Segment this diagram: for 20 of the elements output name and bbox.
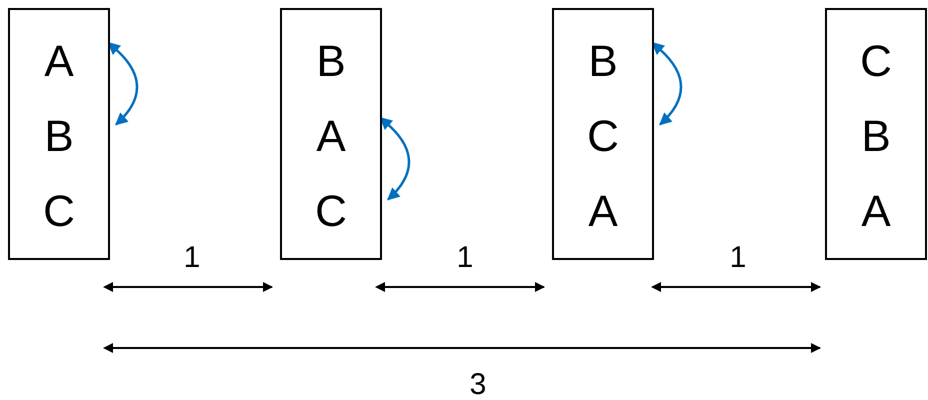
distance-label: 3 [470, 370, 486, 400]
letter: C [827, 24, 925, 99]
letter: C [282, 174, 380, 249]
letter: C [554, 99, 652, 174]
distance-label: 1 [456, 243, 474, 273]
letter: A [10, 24, 108, 99]
rectangle-box [280, 8, 382, 260]
rectangle-box [8, 8, 110, 260]
letter: A [827, 174, 925, 249]
rectangle-box [825, 8, 927, 260]
letter: C [10, 174, 108, 249]
letter: B [827, 99, 925, 174]
letter: A [554, 174, 652, 249]
distance-label: 1 [184, 243, 200, 273]
distance-label: 1 [730, 243, 746, 273]
letter: B [10, 99, 108, 174]
letter: B [554, 24, 652, 99]
letter: B [282, 24, 380, 99]
letter: A [282, 99, 380, 174]
rectangle-box [552, 8, 654, 260]
